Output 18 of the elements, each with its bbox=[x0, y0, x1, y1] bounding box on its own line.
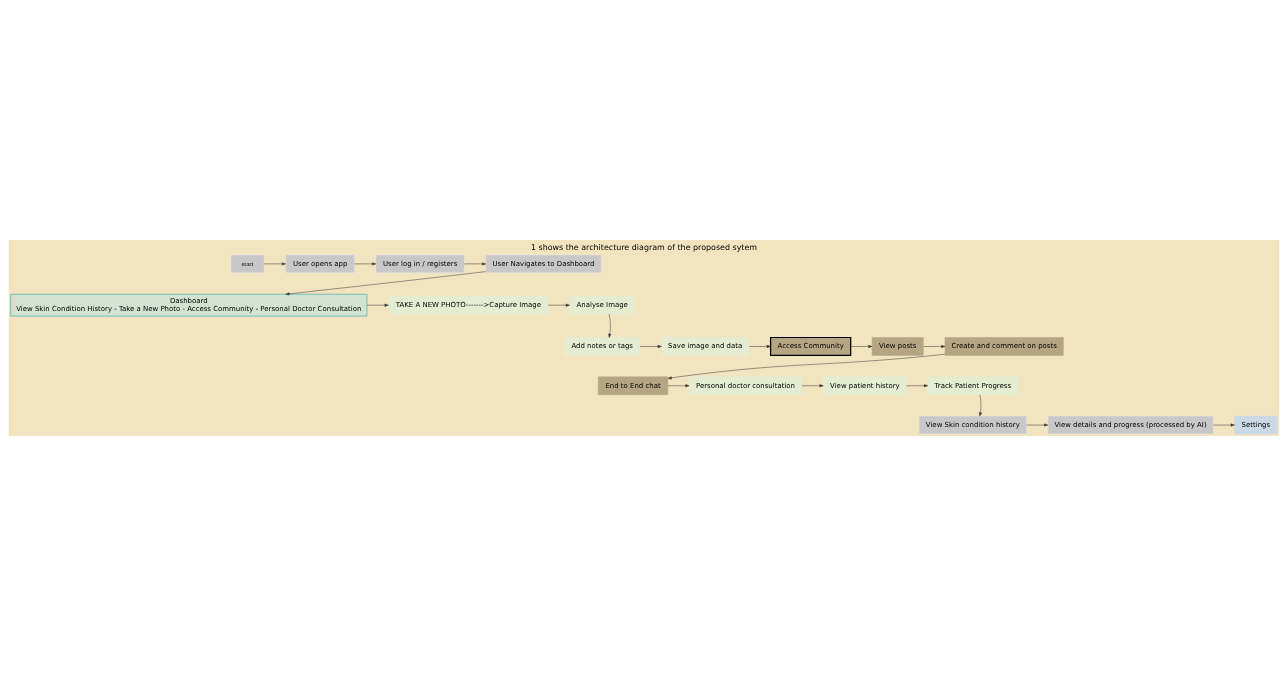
arrow bbox=[667, 353, 946, 379]
arrow bbox=[608, 313, 612, 338]
arrow bbox=[850, 344, 873, 348]
arrow bbox=[264, 261, 286, 265]
arrow bbox=[801, 383, 824, 387]
arrow bbox=[748, 344, 771, 348]
arrow bbox=[464, 261, 487, 265]
arrow bbox=[354, 261, 377, 265]
arrow bbox=[667, 383, 690, 387]
arrow bbox=[906, 383, 928, 387]
arrow bbox=[639, 344, 662, 348]
arrow bbox=[285, 270, 486, 295]
arrow bbox=[548, 303, 570, 307]
arrow bbox=[366, 303, 389, 307]
arrow bbox=[979, 394, 982, 416]
arrow bbox=[1026, 423, 1049, 426]
arrow bbox=[1213, 423, 1235, 426]
arrow bbox=[923, 344, 946, 348]
